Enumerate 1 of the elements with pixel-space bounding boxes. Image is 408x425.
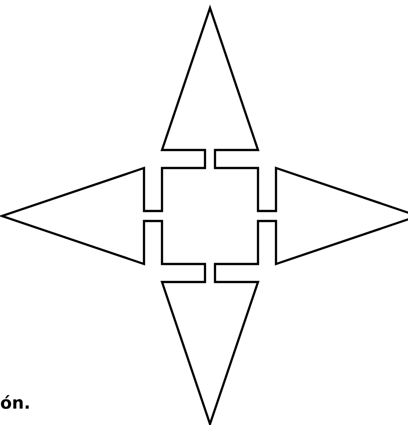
caption-text: ón.: [0, 395, 29, 409]
